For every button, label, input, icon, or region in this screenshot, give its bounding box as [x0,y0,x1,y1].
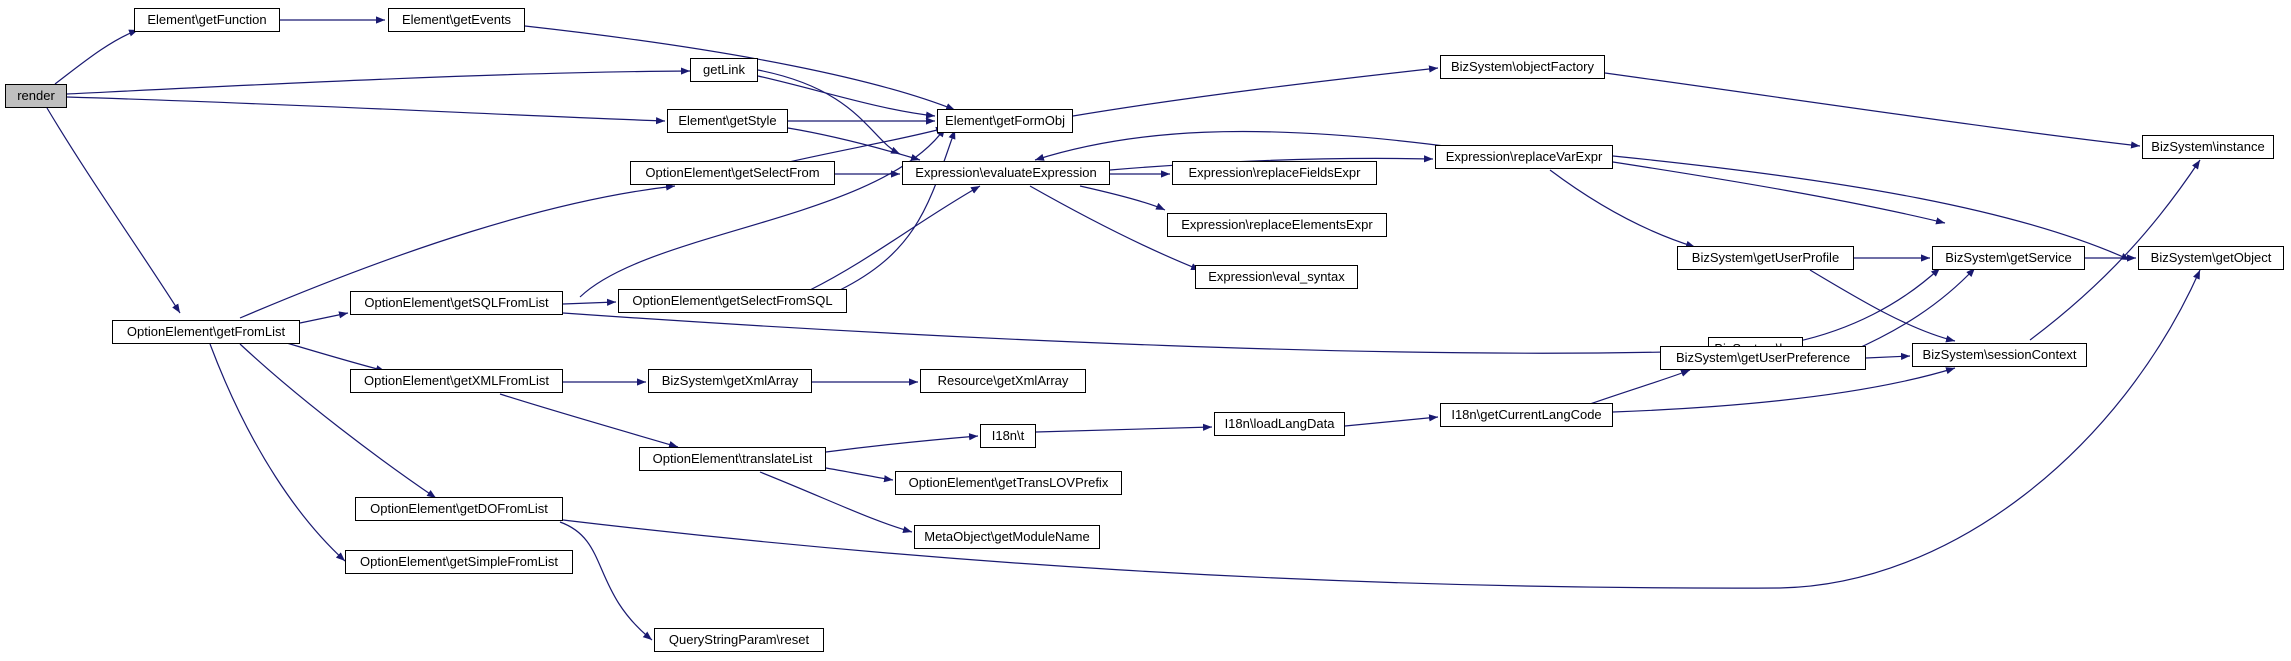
edge-getStyle-evaluateExpression [787,127,921,161]
edge-log-getService [1794,267,1941,343]
edge-loadLangData-getCurrentLangCode [1344,414,1439,427]
node-bizsystem-getobject[interactable]: BizSystem\getObject [2138,246,2284,270]
node-bizsystem-getservice[interactable]: BizSystem\getService [1932,246,2085,270]
edge-translateList-i18nT [825,433,979,453]
edge-render-getFromList [46,107,181,314]
node-bizsystem-sessioncontext[interactable]: BizSystem\sessionContext [1912,343,2087,367]
edge-getFromList-getSelectFrom [239,183,676,319]
node-expression-eval-syntax[interactable]: Expression\eval_syntax [1195,265,1358,289]
node-resource-getxmlarray[interactable]: Resource\getXmlArray [920,369,1086,393]
node-element-getformobj[interactable]: Element\getFormObj [937,109,1073,133]
edge-getFromList-getSimpleFromList [209,343,346,562]
edge-getFromList-getSQLFromList [299,311,349,324]
node-getlink[interactable]: getLink [690,58,758,82]
edge-getFormObj-objectFactory [1072,65,1439,117]
edge-getSelectFromSQL-getFormObj [839,129,956,291]
edge-translateList-getTransLOVPrefix [825,467,894,483]
node-optionelement-getdofromlist[interactable]: OptionElement\getDOFromList [355,497,563,521]
edge-getXMLFromList-translateList [499,393,679,448]
edge-sessionContext-instance [2029,159,2201,341]
edge-getDOFromList-reset [559,521,653,641]
node-querystringparam-reset[interactable]: QueryStringParam\reset [654,628,824,652]
edge-render-getFunction [54,29,139,85]
node-optionelement-getselectfromsql[interactable]: OptionElement\getSelectFromSQL [618,289,847,313]
node-render[interactable]: render [5,84,67,108]
node-bizsystem-getuserprofile[interactable]: BizSystem\getUserProfile [1677,246,1854,270]
node-element-getevents[interactable]: Element\getEvents [388,8,525,32]
edge-evaluateExpression-eval_syntax [1029,185,1201,271]
node-expression-replacevarexpr[interactable]: Expression\replaceVarExpr [1435,145,1613,169]
node-bizsystem-getuserpreference[interactable]: BizSystem\getUserPreference [1660,346,1866,370]
node-metaobject-getmodulename[interactable]: MetaObject\getModuleName [914,525,1100,549]
node-optionelement-getselectfrom[interactable]: OptionElement\getSelectFrom [630,161,835,185]
edge-getEvents-getFormObj [524,25,956,111]
edge-getFromList-getDOFromList [239,343,437,499]
node-optionelement-getsimplefromlist[interactable]: OptionElement\getSimpleFromList [345,550,573,574]
node-optionelement-getsqlfromlist[interactable]: OptionElement\getSQLFromList [350,291,563,315]
edge-getLink-getFormObj [757,75,936,119]
node-expression-evaluateexpression[interactable]: Expression\evaluateExpression [902,161,1110,185]
node-element-getstyle[interactable]: Element\getStyle [667,109,788,133]
edge-i18nT-loadLangData [1035,423,1213,433]
node-i18n-getcurrentlangcode[interactable]: I18n\getCurrentLangCode [1440,403,1613,427]
node-bizsystem-objectfactory[interactable]: BizSystem\objectFactory [1440,55,1605,79]
node-element-getfunction[interactable]: Element\getFunction [134,8,280,32]
edge-replaceVarExpr-getObject [1612,155,2131,261]
edge-getUserPreference-sessionContext [1865,352,1911,361]
node-optionelement-getxmlfromlist[interactable]: OptionElement\getXMLFromList [350,369,563,393]
edge-getLink-evaluateExpression [757,69,901,155]
node-i18n-t[interactable]: I18n\t [980,424,1036,448]
edge-getSQLFromList-getSelectFromSQL [562,298,617,306]
node-bizsystem-instance[interactable]: BizSystem\instance [2142,135,2274,159]
node-expression-replacefieldsexpr[interactable]: Expression\replaceFieldsExpr [1172,161,1377,185]
node-expression-replaceelementsexpr[interactable]: Expression\replaceElementsExpr [1167,213,1387,237]
node-optionelement-gettranslovprefix[interactable]: OptionElement\getTransLOVPrefix [895,471,1122,495]
edge-replaceVarExpr-getService [1599,159,1946,225]
edge-replaceVarExpr-evaluateExpression [1034,130,1461,161]
edge-render-getLink [66,67,691,95]
edge-evaluateExpression-replaceElementsExpr [1079,185,1166,211]
node-optionelement-translatelist[interactable]: OptionElement\translateList [639,447,826,471]
edge-getSQLFromList-log [562,312,1707,355]
edge-getCurrentLangCode-sessionContext [1612,367,1956,413]
edge-evaluateExpression-replaceVarExpr [1109,155,1434,171]
node-optionelement-getfromlist[interactable]: OptionElement\getFromList [112,320,300,344]
edge-getSelectFrom-getFormObj [779,126,946,165]
edge-getDOFromList-getObject [562,269,2201,589]
edge-replaceVarExpr-getUserProfile [1549,169,1696,248]
edge-getSelectFromSQL-evaluateExpression [809,185,981,291]
edge-translateList-getModuleName [759,471,913,533]
edge-getUserProfile-sessionContext [1809,269,1956,343]
edge-getCurrentLangCode-getUserPreference [1589,369,1691,405]
edge-objectFactory-instance [1604,72,2141,149]
edge-render-getStyle [66,96,666,125]
edge-getUserPreference-getService [1849,267,1976,353]
node-i18n-loadlangdata[interactable]: I18n\loadLangData [1214,412,1345,436]
edge-getSQLFromList-getFormObj [579,127,946,298]
node-bizsystem-getxmlarray[interactable]: BizSystem\getXmlArray [648,369,812,393]
